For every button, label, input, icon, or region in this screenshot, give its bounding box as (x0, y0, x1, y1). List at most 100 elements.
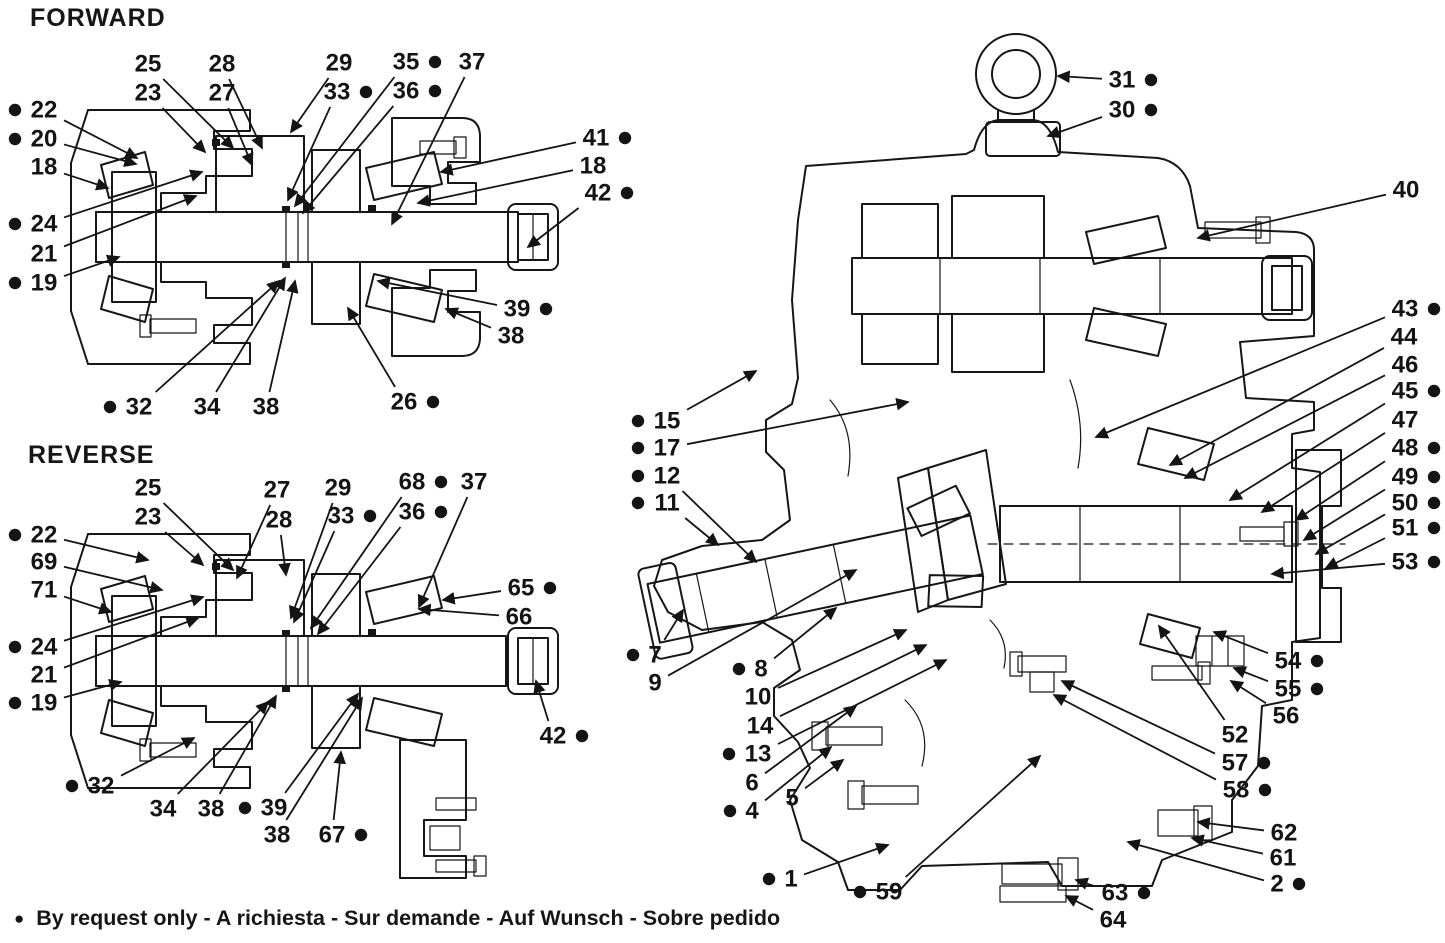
by-request-dot-icon (1292, 877, 1306, 891)
leader-line (1168, 347, 1385, 466)
leader-line (1232, 666, 1269, 683)
eye-bolt-icon (975, 33, 1061, 157)
leader-line (684, 517, 720, 547)
callout-main-51: 51 (1324, 515, 1441, 569)
part-number: 19 (31, 690, 58, 717)
callout-forward-41: 41 (439, 125, 632, 176)
leader-line (228, 78, 263, 150)
leader-line (332, 750, 347, 821)
callout-reverse-66: 66 (417, 604, 532, 631)
callout-main-40: 40 (1196, 177, 1419, 242)
by-request-dot-icon (626, 648, 640, 662)
leader-line (63, 538, 150, 564)
callout-main-6: 6 (745, 704, 858, 797)
part-number: 4 (745, 798, 759, 825)
leader-line (1064, 895, 1094, 911)
part-number: 33 (328, 503, 355, 530)
part-number: 10 (745, 684, 772, 711)
by-request-dot-icon (8, 696, 22, 710)
leader-line (681, 490, 758, 564)
part-number: 69 (31, 549, 58, 576)
leader-line (278, 534, 291, 577)
part-number: 23 (135, 504, 162, 531)
part-number: 32 (88, 773, 115, 800)
part-number: 26 (391, 389, 418, 416)
by-request-dot-icon (631, 441, 645, 455)
leader-line (391, 76, 466, 226)
callout-forward-39: 39 (376, 277, 553, 323)
leader-line (1229, 680, 1267, 705)
part-number: 43 (1392, 296, 1419, 323)
by-request-bullet-icon: ● (14, 909, 25, 928)
leader-line (773, 606, 838, 660)
part-number: 45 (1392, 378, 1419, 405)
leader-line (293, 76, 396, 208)
part-number: 25 (135, 475, 162, 502)
callout-forward-37: 37 (391, 49, 485, 226)
by-request-dot-icon (1137, 886, 1151, 900)
callout-main-55: 55 (1232, 666, 1324, 703)
by-request-dot-icon (1144, 73, 1158, 87)
leader-line (161, 107, 207, 154)
callout-main-62: 62 (1196, 817, 1297, 847)
part-number: 28 (266, 507, 293, 534)
callout-reverse-68: 68 (309, 469, 448, 630)
leader-line (663, 608, 684, 641)
by-request-dot-icon (434, 505, 448, 519)
part-number: 44 (1391, 324, 1418, 351)
part-number: 38 (264, 822, 291, 849)
part-number: 53 (1392, 549, 1419, 576)
part-number: 61 (1270, 845, 1297, 872)
callout-main-57: 57 (1060, 680, 1271, 777)
leader-line (1056, 70, 1103, 84)
callout-forward-29: 29 (289, 50, 353, 134)
callout-main-61: 61 (1190, 834, 1297, 872)
leader-line (1157, 624, 1226, 721)
part-number: 36 (393, 78, 420, 105)
by-request-dot-icon (354, 828, 368, 842)
part-number: 7 (648, 642, 661, 669)
part-number: 21 (31, 662, 58, 689)
by-request-dot-icon (1257, 756, 1271, 770)
leader-line (63, 565, 164, 594)
leader-line (1260, 432, 1386, 513)
leader-line (1126, 839, 1265, 882)
by-request-dot-icon (428, 55, 442, 69)
callout-forward-33: 33 (287, 79, 373, 202)
leader-line (779, 644, 928, 718)
callout-forward-22: 22 (8, 97, 139, 159)
callout-main-15: 15 (631, 370, 758, 435)
leader-line (164, 531, 205, 567)
callout-reverse-38: 38 (198, 694, 277, 823)
callout-forward-19: 19 (8, 254, 121, 297)
part-number: 34 (194, 394, 221, 421)
input-shaft (637, 484, 985, 660)
by-request-dot-icon (359, 85, 373, 99)
callout-main-63: 63 (1074, 877, 1151, 907)
by-request-dot-icon (732, 662, 746, 676)
part-number: 31 (1109, 67, 1136, 94)
part-number: 58 (1223, 777, 1250, 804)
part-number: 56 (1273, 703, 1300, 730)
leader-line (347, 306, 396, 388)
callout-reverse-36: 36 (316, 499, 448, 636)
part-number: 68 (399, 469, 426, 496)
leader-line (285, 696, 363, 821)
callout-main-46: 46 (1183, 352, 1418, 479)
callout-main-30: 30 (1046, 97, 1158, 139)
part-number: 24 (31, 634, 58, 661)
part-number: 64 (1100, 907, 1127, 934)
part-number: 42 (540, 723, 567, 750)
leader-line (268, 279, 299, 393)
part-number: 29 (326, 50, 353, 77)
leader-line (284, 692, 360, 794)
leader-line (376, 277, 498, 306)
leader-line (1060, 680, 1216, 755)
leader-line (63, 594, 205, 642)
part-number: 30 (1109, 97, 1136, 124)
callout-main-13: 13 (722, 659, 948, 768)
callout-forward-20: 20 (8, 126, 138, 168)
leader-line (63, 119, 139, 159)
leader-line (439, 141, 577, 176)
